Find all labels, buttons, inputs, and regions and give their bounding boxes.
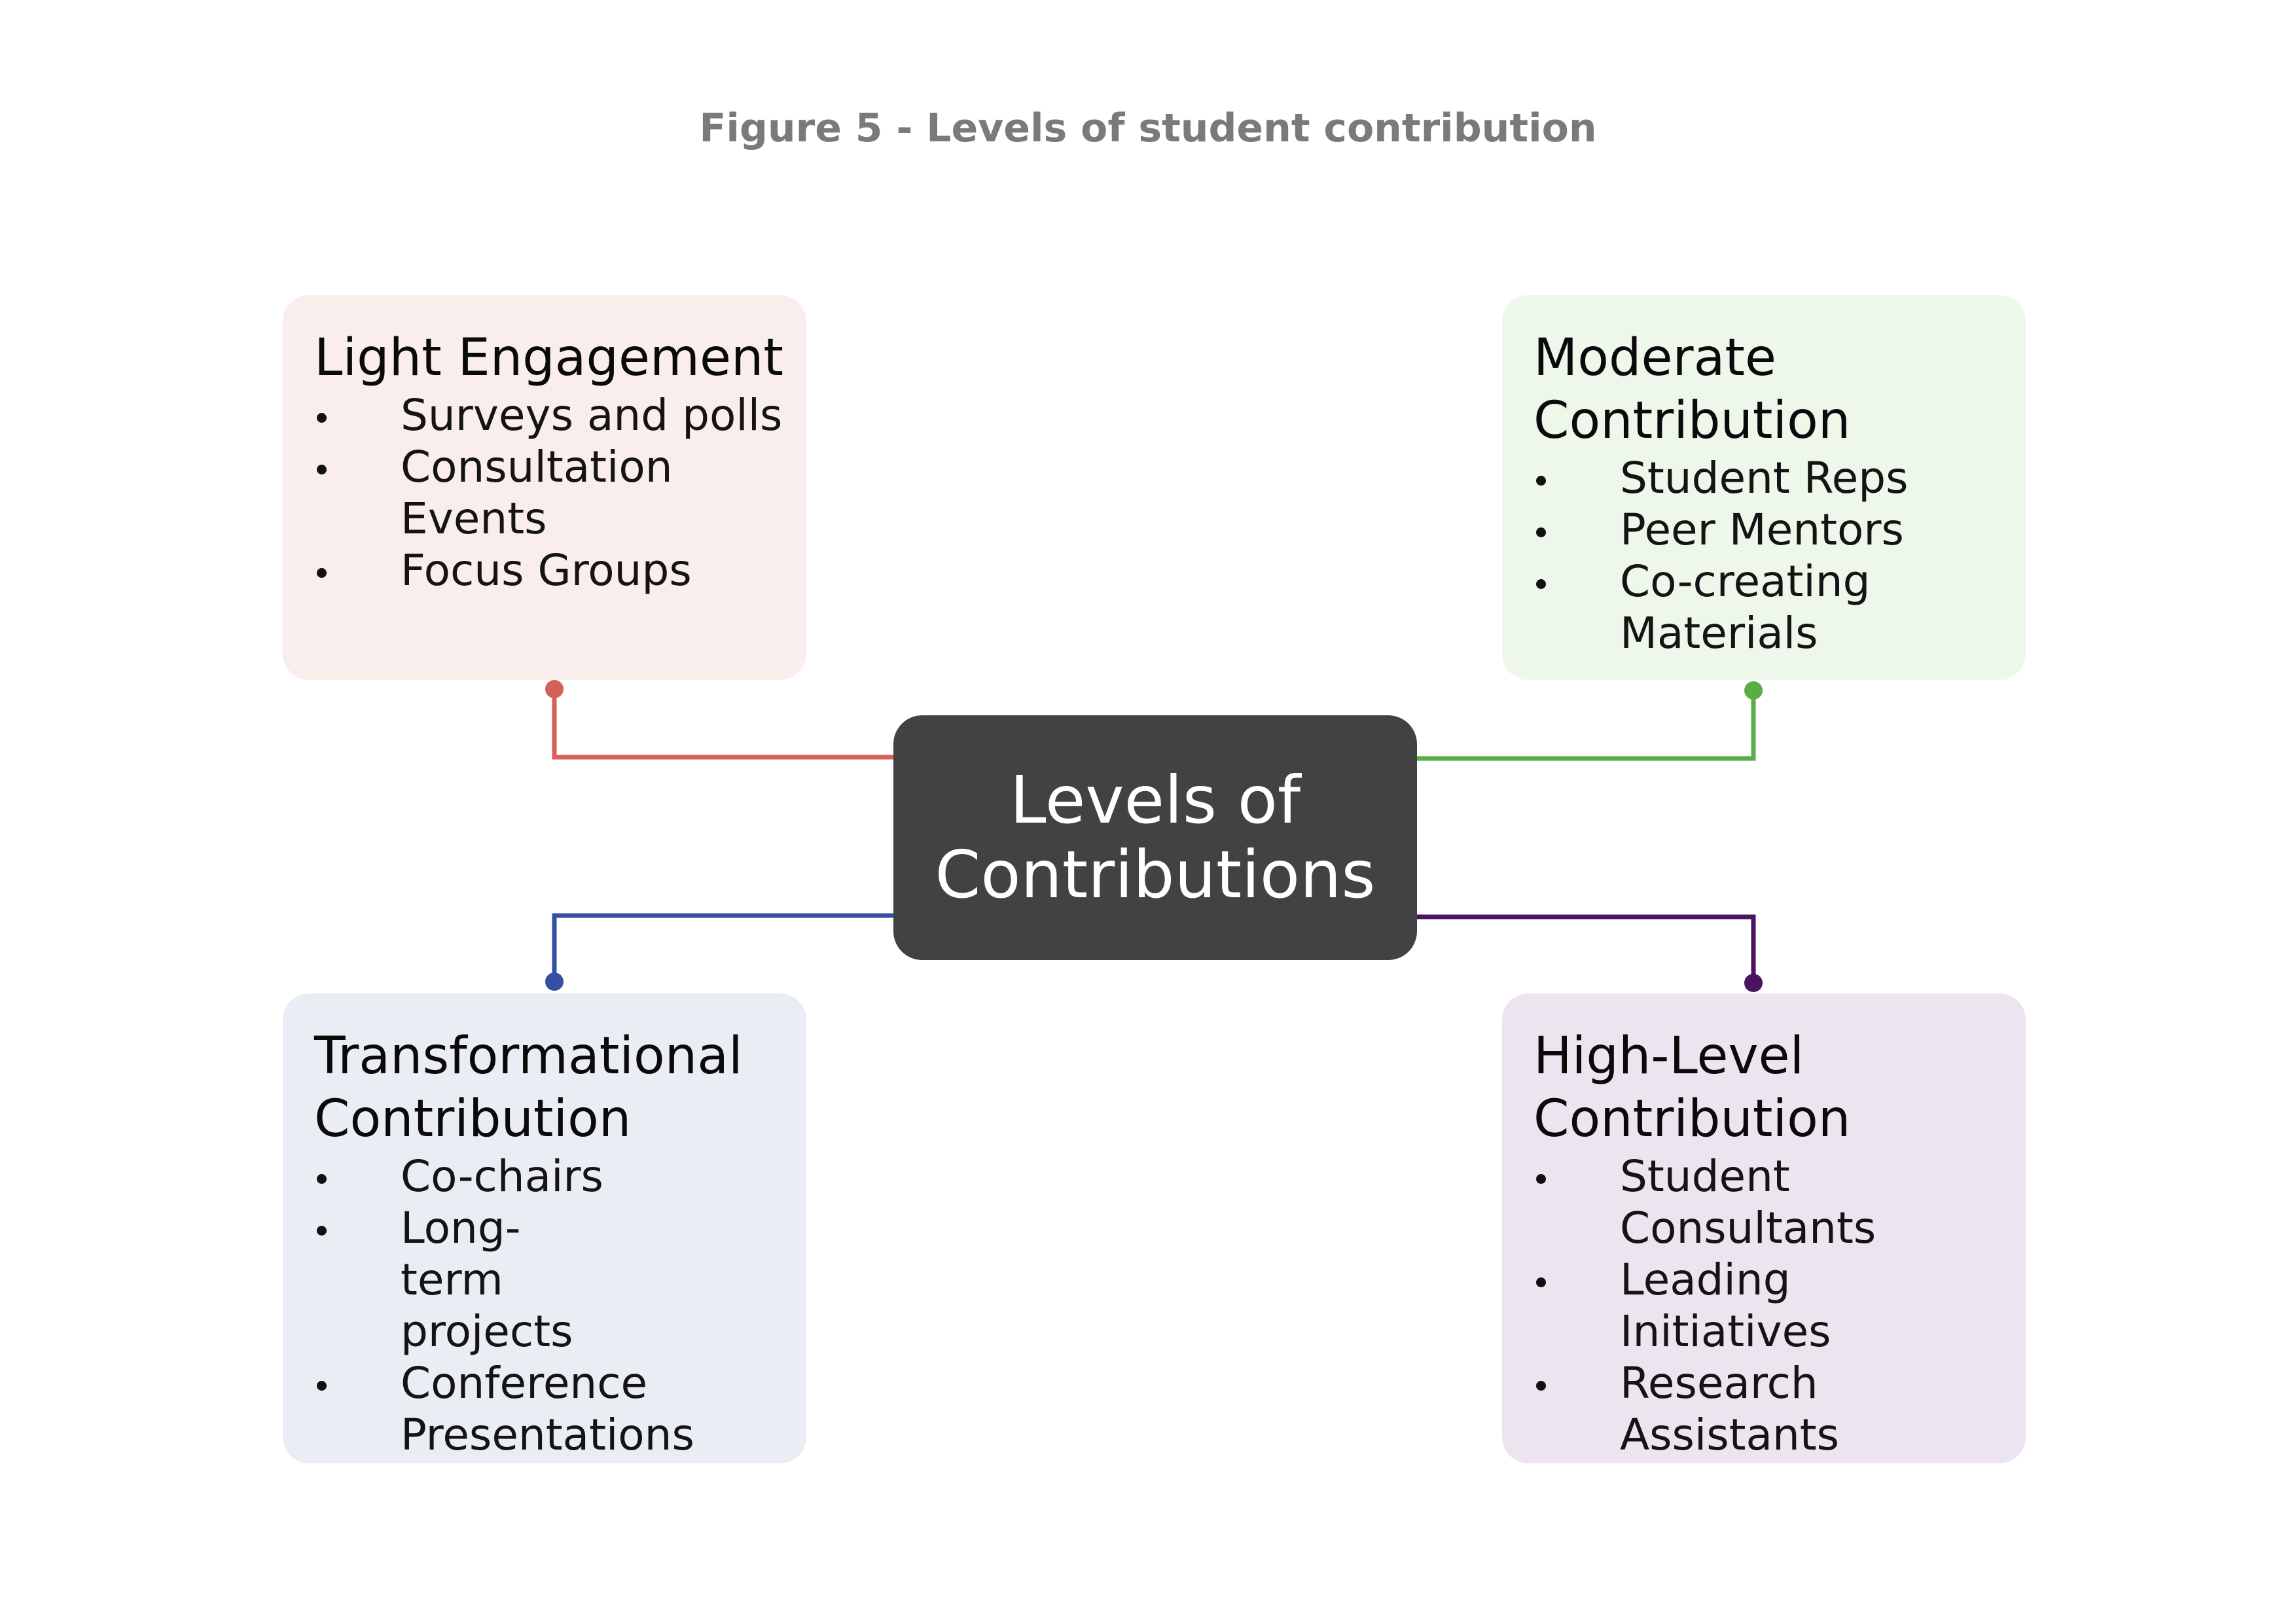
list-item: Co-creating Materials	[1534, 556, 2006, 659]
list-item: Student Reps	[1534, 452, 2006, 504]
center-label: Levels of Contributions	[935, 762, 1376, 913]
bullet-list: Co-chairs Long-term projects Conference …	[314, 1150, 787, 1461]
list-item: Peer Mentors	[1534, 504, 2006, 556]
card-title: Moderate Contribution	[1534, 329, 1851, 450]
figure-title: Figure 5 - Levels of student contributio…	[699, 105, 1597, 151]
connector-high	[1417, 914, 1756, 983]
card-transformational-contribution: Transformational Contribution Co-chairs …	[283, 993, 806, 1463]
connector-dot-light	[545, 680, 564, 698]
bullet-list: Student Consultants Leading Initiatives …	[1534, 1150, 2006, 1461]
list-item: Leading Initiatives	[1534, 1254, 2006, 1357]
card-title: High-Level Contribution	[1534, 1027, 1851, 1149]
list-item: Student Consultants	[1534, 1150, 2006, 1254]
center-node: Levels of Contributions	[893, 715, 1417, 960]
card-title: Transformational Contribution	[314, 1027, 743, 1149]
connector-moderate	[1417, 690, 1756, 761]
bullet-list: Surveys and polls Consultation Events Fo…	[314, 389, 787, 596]
card-moderate-contribution: Moderate Contribution Student Reps Peer …	[1502, 295, 2026, 680]
list-item: Consultation Events	[314, 441, 787, 544]
card-high-level-contribution: High-Level Contribution Student Consulta…	[1502, 993, 2026, 1463]
card-light-engagement: Light Engagement Surveys and polls Consu…	[283, 295, 806, 680]
card-title: Light Engagement	[314, 329, 783, 387]
connector-dot-transformational	[545, 972, 564, 991]
bullet-list: Student Reps Peer Mentors Co-creating Ma…	[1534, 452, 2006, 659]
list-item: Focus Groups	[314, 544, 787, 596]
list-item: Co-chairs	[314, 1150, 787, 1202]
list-item: Conference Presentations	[314, 1357, 787, 1461]
list-item: Research Assistants	[1534, 1357, 2006, 1461]
list-item: Surveys and polls	[314, 389, 787, 441]
connector-transformational	[552, 913, 893, 982]
connector-dot-high	[1744, 974, 1763, 992]
connector-dot-moderate	[1744, 681, 1763, 700]
connector-light	[552, 689, 893, 760]
list-item: Long-term projects	[314, 1202, 787, 1357]
